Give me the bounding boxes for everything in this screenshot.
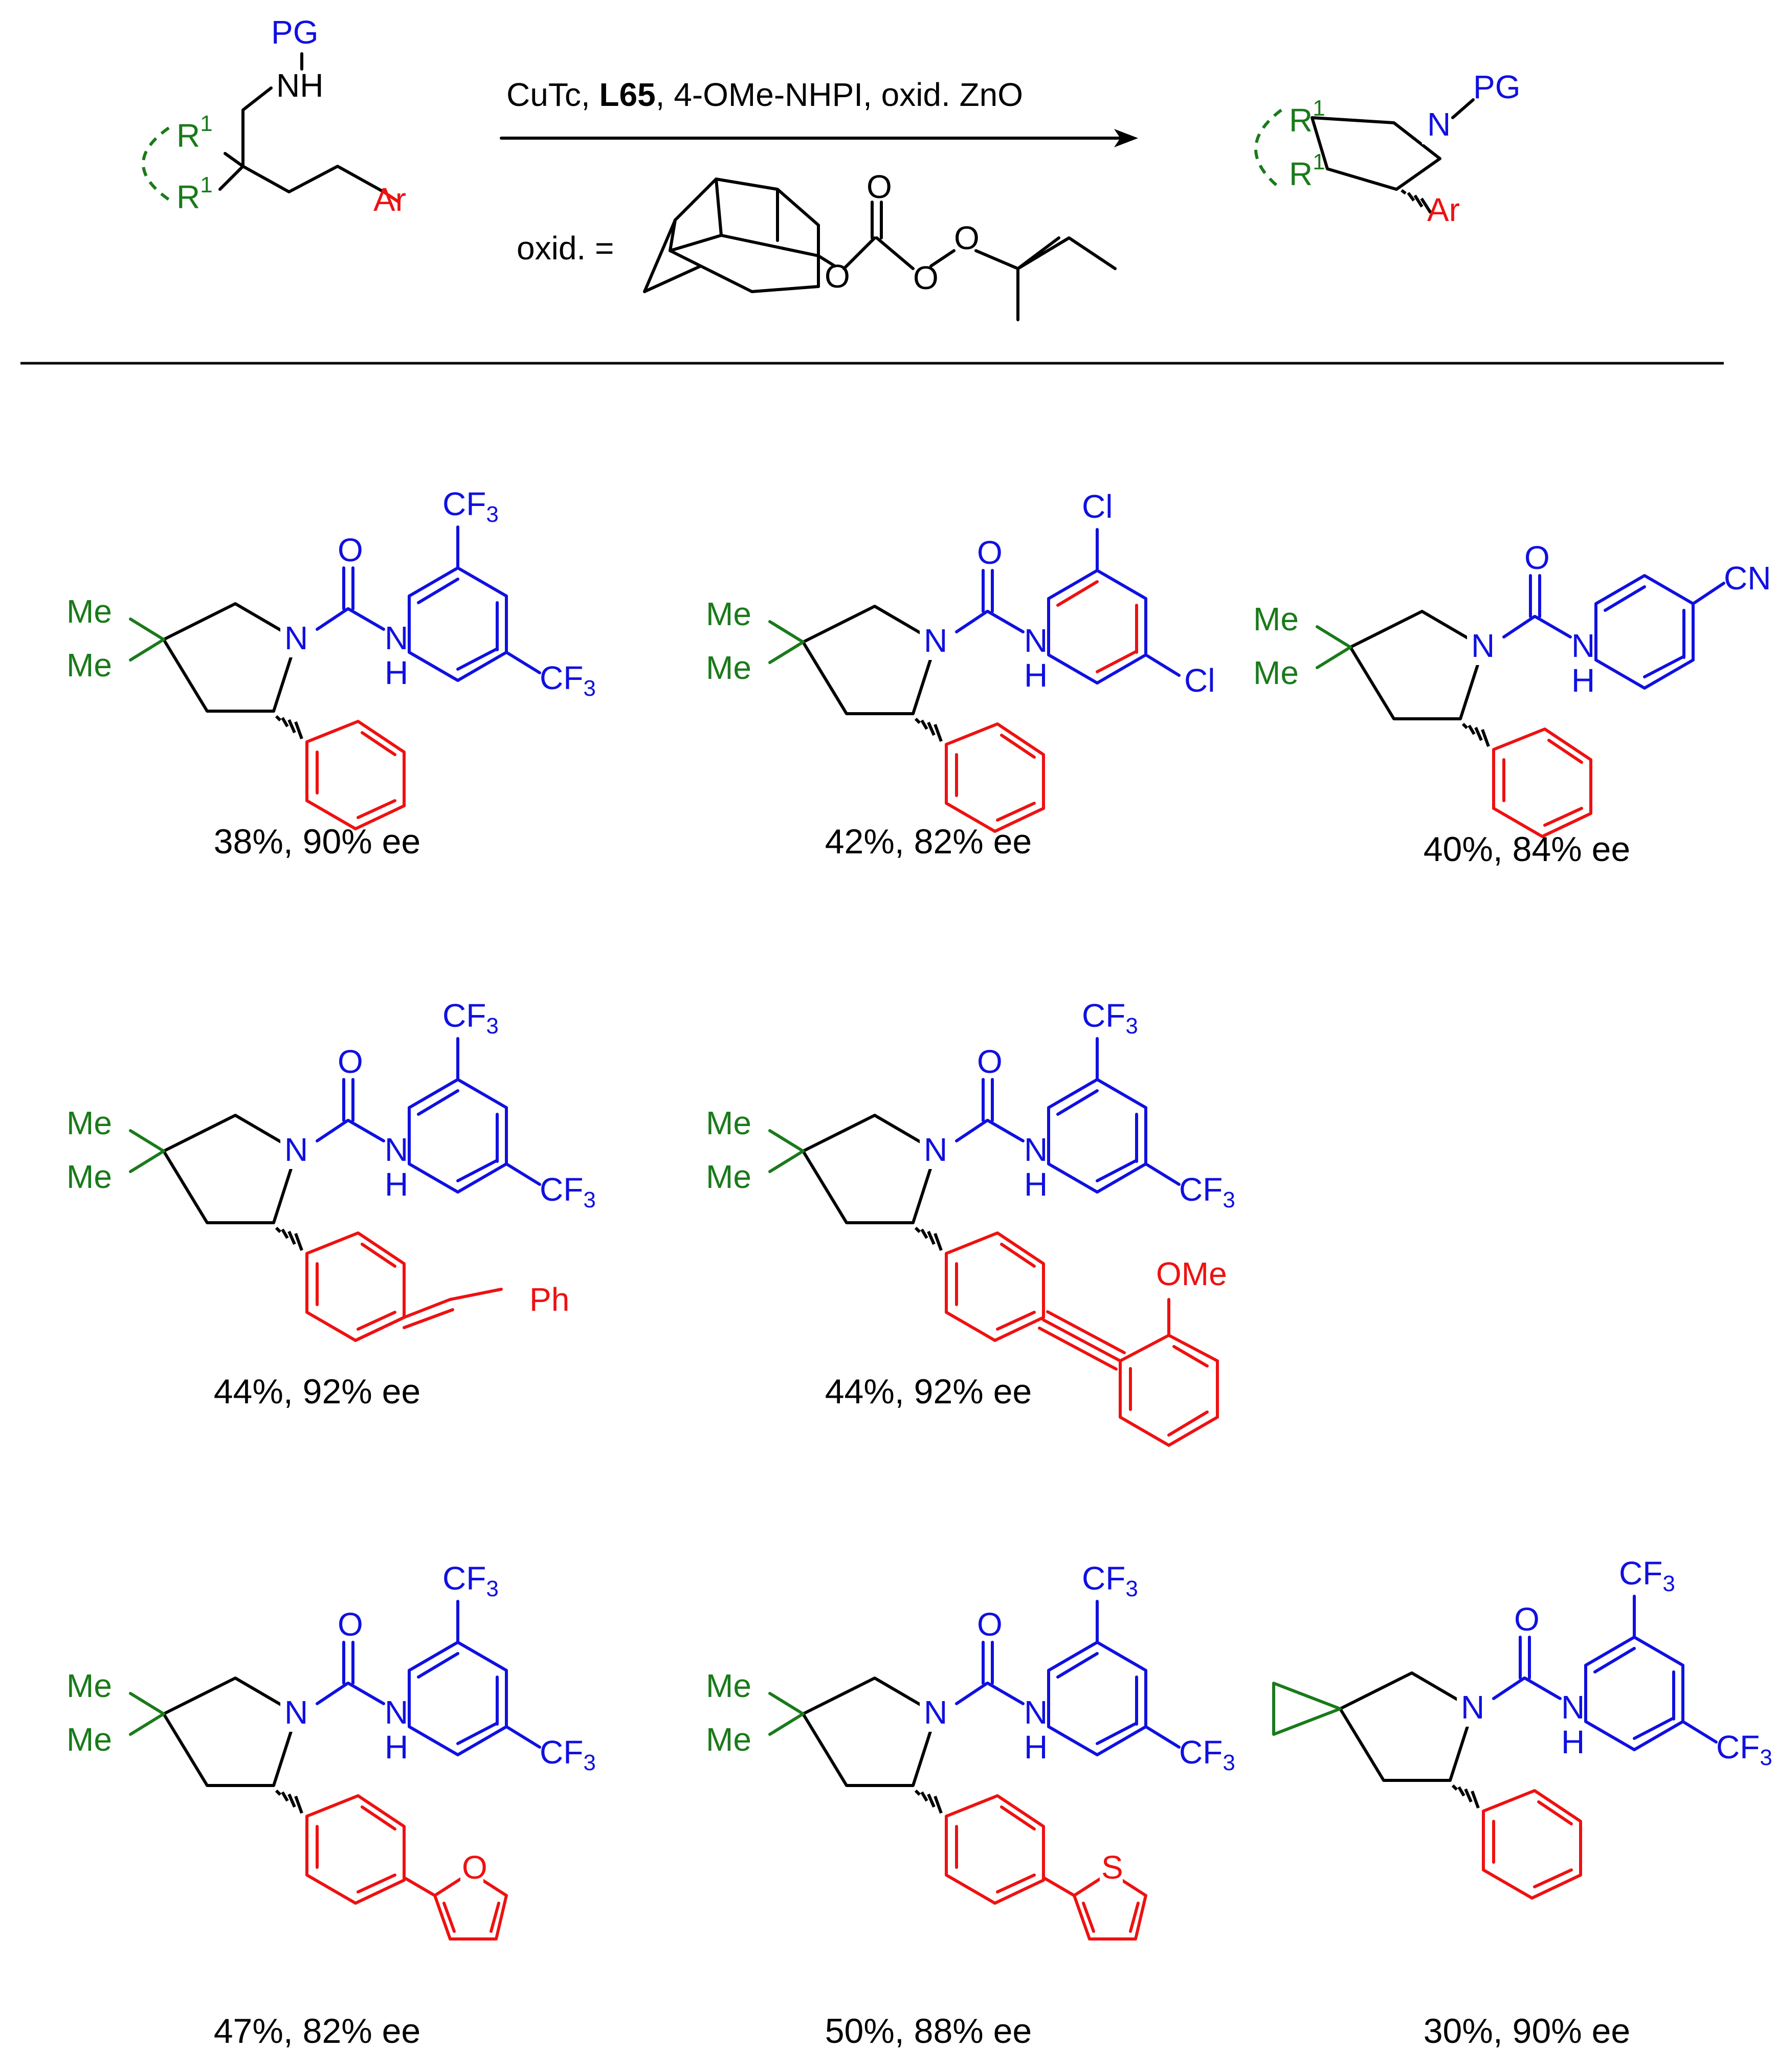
pyrrolidine-urea-core	[1253, 539, 1595, 746]
phenylene-group	[307, 1796, 404, 1903]
product-4: Ph	[66, 997, 596, 1342]
product-ring-dashed-arc	[1254, 108, 1282, 191]
phenylene-group	[946, 1796, 1043, 1903]
bis-cf3-aryl-group	[1049, 1560, 1235, 1775]
bis-cf3-aryl-group	[409, 1560, 596, 1775]
product-pg-label: PG	[1473, 69, 1520, 105]
furyl-group: O	[403, 1849, 508, 1941]
product-bond	[1451, 98, 1475, 119]
svg-text:CN: CN	[1724, 560, 1771, 597]
product-5: OMe	[706, 997, 1235, 1447]
cyanophenyl-group: CN	[1594, 560, 1771, 690]
product-6-yield: 47%, 82% ee	[214, 2012, 421, 2051]
substrate-bond	[218, 165, 245, 191]
product-6: O	[66, 1560, 596, 1941]
pyrrolidine-urea-core	[66, 1606, 408, 1813]
product-1-yield: 38%, 90% ee	[214, 822, 421, 861]
furan-o-label: O	[462, 1849, 487, 1886]
cyclopropane-ring	[1272, 1682, 1342, 1736]
nh-n-label: N	[1561, 1689, 1585, 1726]
product-1	[66, 486, 596, 829]
oxidant-bond	[929, 249, 956, 268]
thienyl-group: S	[1042, 1849, 1147, 1941]
substrate-r1-bottom-label: R1	[176, 172, 213, 215]
oxidant-bond	[817, 254, 836, 268]
reaction-conditions-text: CuTc, L65, 4-OMe-NHPI, oxid. ZnO	[506, 76, 1023, 113]
alkynyl-anisyl-group: OMe	[1038, 1255, 1227, 1447]
svg-text:Cl: Cl	[1082, 488, 1113, 525]
ph-label: Ph	[529, 1281, 569, 1318]
phenyl-group	[946, 724, 1043, 831]
phenyl-group	[307, 721, 404, 829]
substrate-r1-top-label: R1	[176, 111, 213, 154]
nh-h-label: H	[1561, 1724, 1585, 1760]
oxidant-o-ester: O	[825, 258, 850, 295]
pyrrolidine-urea-core	[66, 532, 408, 739]
product-ar-label: Ar	[1427, 191, 1460, 228]
product-r1-top-label: R1	[1289, 96, 1325, 139]
oxidant-equals-label: oxid. =	[517, 230, 614, 267]
product-8: N O N H	[1272, 1555, 1772, 1898]
svg-text:Cl: Cl	[1184, 662, 1215, 699]
thiophene-s-label: S	[1101, 1849, 1123, 1886]
adamantane-bond	[715, 178, 723, 237]
oxidant-bond	[842, 236, 876, 270]
substrate-aryl-bond	[382, 190, 401, 204]
substrate-nh-label: NH	[276, 67, 323, 104]
phenyl-group	[1494, 729, 1591, 836]
reaction-arrow-group: CuTc, L65, 4-OMe-NHPI, oxid. ZnO	[500, 76, 1138, 147]
pyrrolidine-urea-core	[706, 1043, 1048, 1250]
substrate-ar-label: Ar	[373, 181, 406, 218]
oxidant-bond	[1016, 236, 1060, 270]
bis-cf3-aryl-group	[1586, 1555, 1772, 1770]
substrate-structure: PG NH R1 R1 Ar	[142, 14, 406, 218]
bis-cf3-aryl-group	[409, 997, 596, 1213]
phenylene-group	[946, 1233, 1043, 1340]
product-3: CN	[1253, 539, 1771, 836]
n-label: N	[1461, 1689, 1484, 1726]
product-7-yield: 50%, 88% ee	[825, 2012, 1032, 2051]
substrate-pg-label: PG	[271, 14, 318, 51]
product-2-yield: 42%, 82% ee	[825, 822, 1032, 861]
product-2: Cl Cl	[706, 488, 1215, 831]
product-stereo-hash-bond	[1401, 189, 1432, 214]
product-3-yield: 40%, 84% ee	[1424, 830, 1631, 869]
substrate-ring-dashed-arc	[142, 126, 170, 201]
styryl-group: Ph	[354, 1281, 569, 1342]
product-5-yield: 44%, 92% ee	[825, 1372, 1032, 1411]
oxidant-bond	[974, 236, 1117, 270]
bis-cf3-aryl-group	[409, 486, 596, 701]
substrate-bond	[224, 152, 245, 168]
oxidant-bond	[875, 236, 915, 270]
dichlorophenyl-group: Cl Cl	[1047, 488, 1215, 699]
phenyl-group	[1483, 1791, 1581, 1898]
o-label: O	[1514, 1601, 1540, 1638]
product-7: S	[706, 1560, 1235, 1941]
oxidant-o-carbonyl: O	[867, 168, 892, 205]
pyrrolidine-urea-core	[706, 1606, 1048, 1813]
reaction-arrow-head	[1114, 129, 1138, 147]
adamantane-bond	[643, 264, 820, 293]
adamantane-bond	[643, 178, 820, 293]
product-general-structure: N PG R1 R1 Ar	[1254, 69, 1520, 228]
product-pyrrolidine-ring	[1310, 116, 1441, 191]
ome-label: OMe	[1156, 1255, 1227, 1292]
bis-cf3-aryl-group	[1049, 997, 1235, 1213]
product-4-yield: 44%, 92% ee	[214, 1372, 421, 1411]
pyrrolidine-urea-core	[66, 1043, 408, 1250]
product-n-label: N	[1427, 106, 1451, 143]
pyrrolidine-urea-core	[706, 534, 1048, 741]
product-8-yield: 30%, 90% ee	[1424, 2012, 1631, 2051]
product-r1-bottom-label: R1	[1289, 149, 1325, 192]
substrate-chain	[241, 86, 385, 193]
adamantane-bond	[669, 234, 820, 257]
oxidant-structure: oxid. = O O O O	[517, 168, 1117, 321]
